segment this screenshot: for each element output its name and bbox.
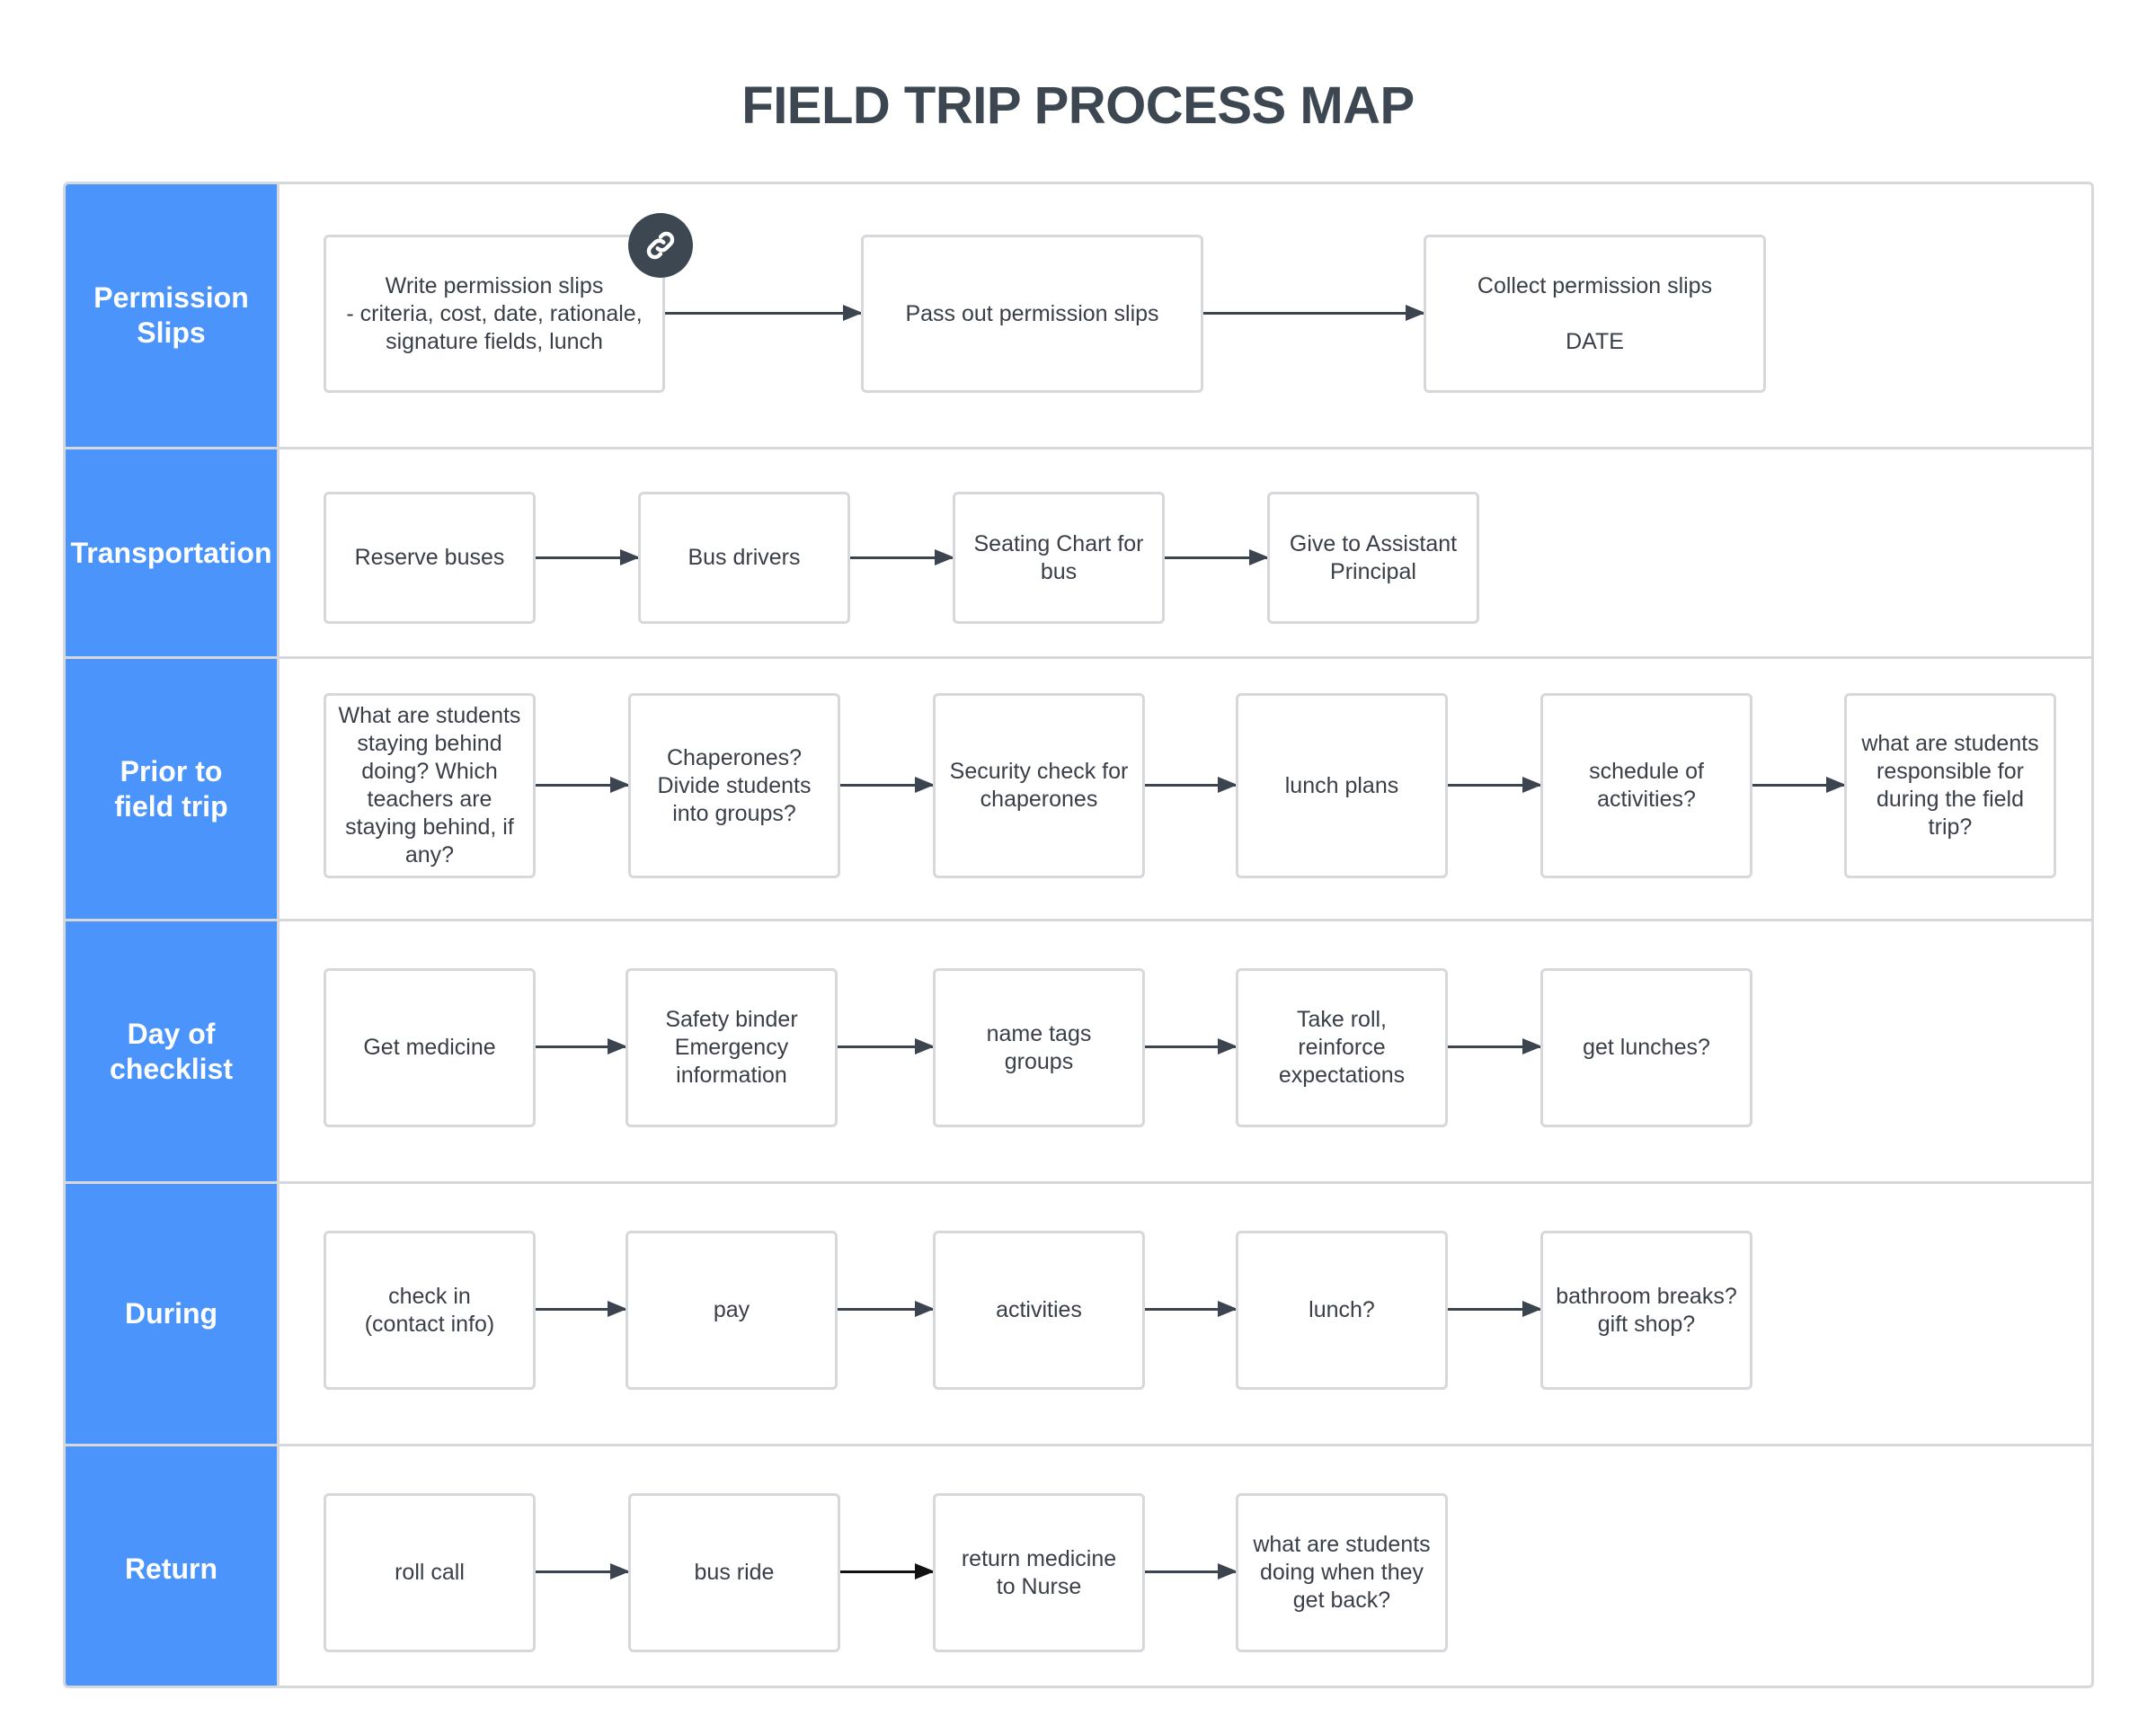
step-get-medicine[interactable]: Get medicine (324, 968, 536, 1127)
step-bus-drivers[interactable]: Bus drivers (638, 492, 850, 624)
step-students-responsible[interactable]: what are students responsible for during… (1844, 693, 2056, 878)
flow-arrow (536, 1563, 630, 1579)
step-check-in[interactable]: check in (contact info) (324, 1231, 536, 1390)
lane-day-of-checklist: Day of checklist (66, 919, 2091, 1181)
step-bathroom-breaks[interactable]: bathroom breaks? gift shop? (1540, 1231, 1752, 1390)
flow-arrow (840, 777, 935, 793)
step-bus-ride[interactable]: bus ride (628, 1493, 840, 1652)
flow-arrow (536, 777, 630, 793)
lane-during: During (66, 1181, 2091, 1444)
flow-arrow (840, 1563, 935, 1579)
flow-arrow (536, 1301, 627, 1317)
lane-label: Day of checklist (66, 921, 279, 1181)
flow-arrow (1448, 777, 1542, 793)
flow-arrow (1145, 1301, 1238, 1317)
lane-permission-slips: Permission Slips (66, 184, 2091, 447)
step-reserve-buses[interactable]: Reserve buses (324, 492, 536, 624)
step-students-staying-behind[interactable]: What are students staying behind doing? … (324, 693, 536, 878)
lane-label: Permission Slips (66, 184, 279, 447)
lane-label: During (66, 1184, 279, 1444)
flow-arrow (838, 1301, 935, 1317)
step-safety-binder[interactable]: Safety binder Emergency information (626, 968, 838, 1127)
flow-arrow (1145, 1038, 1238, 1054)
lane-label: Prior to field trip (66, 659, 279, 919)
step-collect-permission-slips[interactable]: Collect permission slips DATE (1424, 235, 1766, 393)
flow-arrow (665, 305, 863, 321)
lane-label: Transportation (66, 449, 279, 656)
step-roll-call[interactable]: roll call (324, 1493, 536, 1652)
lane-return: Return (66, 1444, 2091, 1686)
step-lunch-plans[interactable]: lunch plans (1236, 693, 1448, 878)
flow-arrow (850, 549, 954, 565)
step-activities[interactable]: activities (933, 1231, 1145, 1390)
flow-arrow (1448, 1301, 1542, 1317)
step-write-permission-slips[interactable]: Write permission slips - criteria, cost,… (324, 235, 665, 393)
flow-arrow (1165, 549, 1269, 565)
step-schedule-of-activities[interactable]: schedule of activities? (1540, 693, 1752, 878)
step-take-roll[interactable]: Take roll, reinforce expectations (1236, 968, 1448, 1127)
flow-arrow (1203, 305, 1425, 321)
step-chaperones[interactable]: Chaperones? Divide students into groups? (628, 693, 840, 878)
flow-arrow (1145, 777, 1238, 793)
flow-arrow (1145, 1563, 1238, 1579)
lane-label: Return (66, 1446, 279, 1686)
step-return-medicine[interactable]: return medicine to Nurse (933, 1493, 1145, 1652)
step-seating-chart[interactable]: Seating Chart for bus (953, 492, 1165, 624)
step-pay[interactable]: pay (626, 1231, 838, 1390)
step-students-when-back[interactable]: what are students doing when they get ba… (1236, 1493, 1448, 1652)
process-map: Permission Slips Transportation Prior to… (63, 182, 2094, 1688)
link-badge[interactable] (628, 213, 693, 278)
flow-arrow (1448, 1038, 1542, 1054)
step-get-lunches[interactable]: get lunches? (1540, 968, 1752, 1127)
lane-prior-to-field-trip: Prior to field trip (66, 656, 2091, 919)
step-give-to-assistant-principal[interactable]: Give to Assistant Principal (1267, 492, 1479, 624)
flow-arrow (1752, 777, 1846, 793)
flow-arrow (536, 549, 640, 565)
step-name-tags[interactable]: name tags groups (933, 968, 1145, 1127)
flow-arrow (838, 1038, 935, 1054)
step-security-check[interactable]: Security check for chaperones (933, 693, 1145, 878)
lane-transportation: Transportation (66, 447, 2091, 656)
flow-arrow (536, 1038, 627, 1054)
step-lunch[interactable]: lunch? (1236, 1231, 1448, 1390)
step-pass-out-permission-slips[interactable]: Pass out permission slips (861, 235, 1203, 393)
link-icon (646, 231, 675, 260)
page-title: FIELD TRIP PROCESS MAP (741, 76, 1415, 135)
